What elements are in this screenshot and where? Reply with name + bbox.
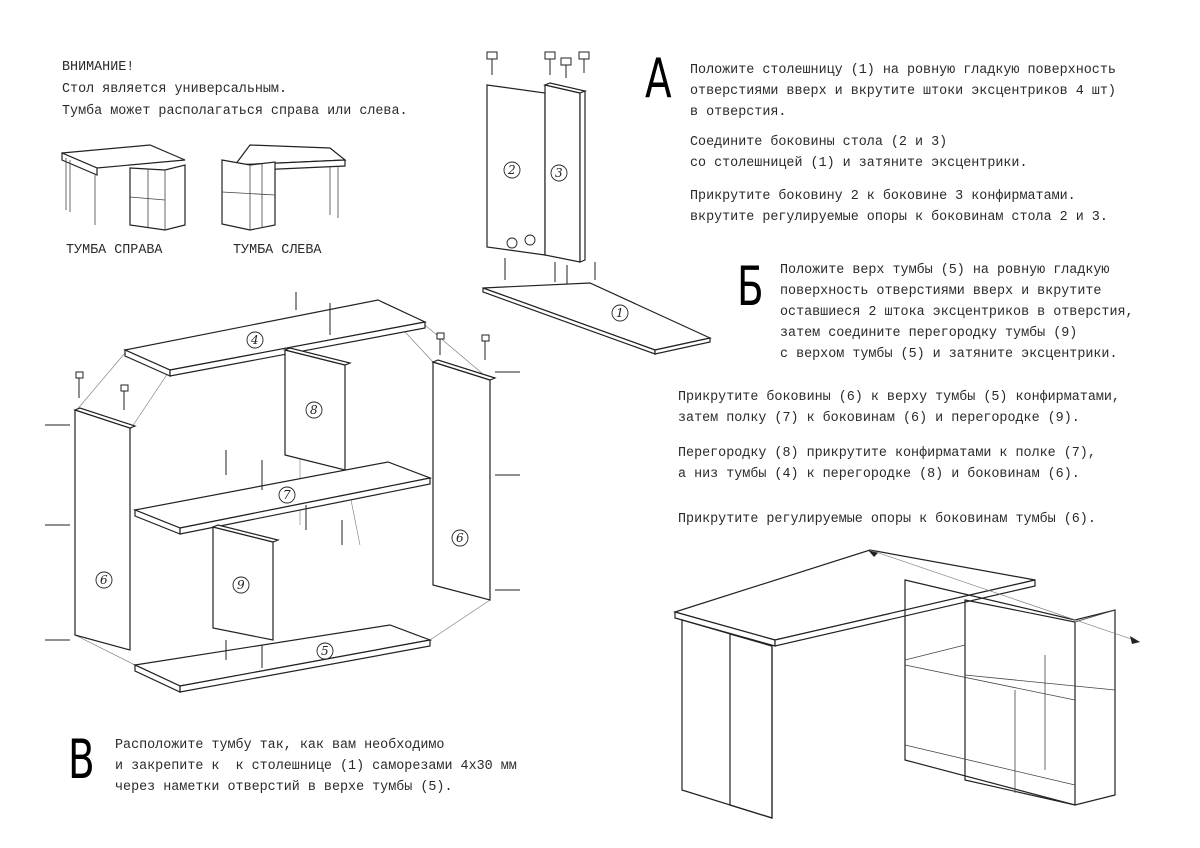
step-b-drawing: 4 8 6 6 7 9 5 <box>45 292 520 693</box>
part-5-label: 5 <box>321 644 329 658</box>
step-b-text: а низ тумбы (4) к перегородке (8) и боко… <box>678 467 1080 482</box>
part-2-label: 2 <box>507 163 516 177</box>
part-4-label: 4 <box>250 333 259 347</box>
step-v-text: Расположите тумбу так, как вам необходим… <box>115 738 445 753</box>
step-b-text: Прикрутите боковины (6) к верху тумбы (5… <box>678 390 1120 405</box>
step-b-text: поверхность отверстиями вверх и вкрутите <box>780 284 1102 299</box>
part-8-label: 8 <box>310 403 318 417</box>
step-b-letter: Б <box>737 255 764 318</box>
part-7-label: 7 <box>283 488 291 502</box>
step-a-text: отверстиями вверх и вкрутите штоки эксце… <box>690 84 1116 99</box>
warning-line-1: Стол является универсальным. <box>62 82 287 97</box>
step-b-text: Прикрутите регулируемые опоры к боковина… <box>678 512 1096 527</box>
variant-left-caption: ТУМБА СЛЕВА <box>233 243 322 258</box>
desk-variant-right-drawing <box>61 144 186 231</box>
warning-line-2: Тумба может располагаться справа или сле… <box>62 104 408 119</box>
step-v-text: через наметки отверстий в верхе тумбы (5… <box>115 780 453 795</box>
step-b-text: Перегородку (8) прикрутите конфирматами … <box>678 446 1096 461</box>
step-b-text: оставшиеся 2 штока эксцентриков в отверс… <box>780 305 1134 320</box>
step-b-text: Положите верх тумбы (5) на ровную гладку… <box>780 263 1110 278</box>
step-a-drawing: 2 3 1 <box>482 51 712 355</box>
step-b-text: с верхом тумбы (5) и затяните эксцентрик… <box>780 347 1118 362</box>
step-v-letter: В <box>68 728 95 791</box>
assembled-desk-drawing <box>672 549 1141 819</box>
warning-title: ВНИМАНИЕ! <box>62 60 135 75</box>
step-a-text: Прикрутите боковину 2 к боковине 3 конфи… <box>690 189 1076 204</box>
step-a-text: со столешницей (1) и затяните эксцентрик… <box>690 156 1028 171</box>
step-b-text: затем полку (7) к боковинам (6) и перего… <box>678 411 1080 426</box>
part-9-label: 9 <box>237 578 245 592</box>
step-a-text: Положите столешницу (1) на ровную гладку… <box>690 63 1116 78</box>
step-v-text: и закрепите к к столешнице (1) саморезам… <box>115 759 517 774</box>
part-6-left-label: 6 <box>100 573 108 587</box>
part-6-right-label: 6 <box>456 531 464 545</box>
step-a-text: в отверстия. <box>690 105 787 120</box>
step-b-text: затем соедините перегородку тумбы (9) <box>780 326 1078 341</box>
desk-variant-left-drawing <box>221 144 347 231</box>
step-a-text: вкрутите регулируемые опоры к боковинам … <box>690 210 1108 225</box>
variant-right-caption: ТУМБА СПРАВА <box>66 243 163 258</box>
part-3-label: 3 <box>555 166 563 180</box>
part-1-label: 1 <box>616 306 624 320</box>
step-a-letter: А <box>645 47 672 110</box>
step-a-text: Соедините боковины стола (2 и 3) <box>690 135 948 150</box>
